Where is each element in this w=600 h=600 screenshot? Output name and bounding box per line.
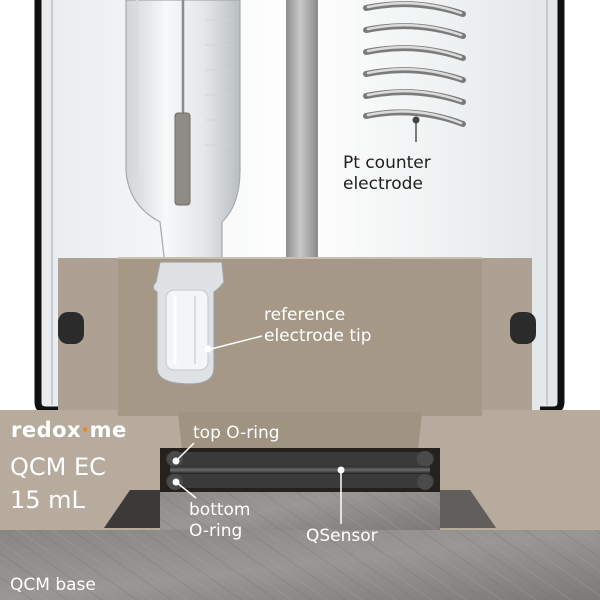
label-bottom-o-ring: bottom O-ring bbox=[189, 500, 250, 542]
reference-electrode bbox=[125, 0, 241, 266]
side-o-ring-right bbox=[510, 312, 536, 344]
logo-suffix: me bbox=[89, 418, 127, 442]
logo-prefix: redox bbox=[11, 418, 82, 442]
reference-tip-marker bbox=[204, 345, 212, 353]
label-line: bottom bbox=[189, 500, 251, 520]
side-o-ring-left bbox=[58, 312, 84, 344]
label-qcm-base: QCM base bbox=[10, 575, 96, 595]
top-o-ring bbox=[166, 452, 434, 466]
label-line: O-ring bbox=[189, 521, 243, 541]
label-reference-electrode-tip: reference electrode tip bbox=[264, 305, 372, 347]
label-line: electrode bbox=[343, 174, 423, 194]
bottom-o-ring bbox=[166, 474, 434, 488]
label-top-o-ring: top O-ring bbox=[193, 423, 280, 443]
label-line: Pt counter bbox=[343, 153, 431, 173]
top-o-ring-marker bbox=[172, 457, 180, 465]
redoxme-logo: redox·me bbox=[11, 418, 127, 442]
qsensor-crystal bbox=[170, 466, 430, 474]
product-name: QCM EC bbox=[10, 453, 106, 481]
reference-electrode-tip bbox=[152, 261, 225, 385]
pt-coil-marker bbox=[412, 116, 420, 124]
bottom-o-ring-marker bbox=[172, 478, 180, 486]
working-rod bbox=[286, 0, 318, 280]
product-volume: 15 mL bbox=[10, 486, 85, 514]
logo-dot: · bbox=[81, 418, 90, 442]
label-qsensor: QSensor bbox=[306, 526, 378, 546]
qsensor-marker bbox=[337, 466, 345, 474]
label-line: electrode tip bbox=[264, 326, 372, 346]
label-pt-counter-electrode: Pt counter electrode bbox=[343, 153, 431, 195]
pt-coil bbox=[363, 1, 466, 127]
label-line: reference bbox=[264, 305, 346, 325]
